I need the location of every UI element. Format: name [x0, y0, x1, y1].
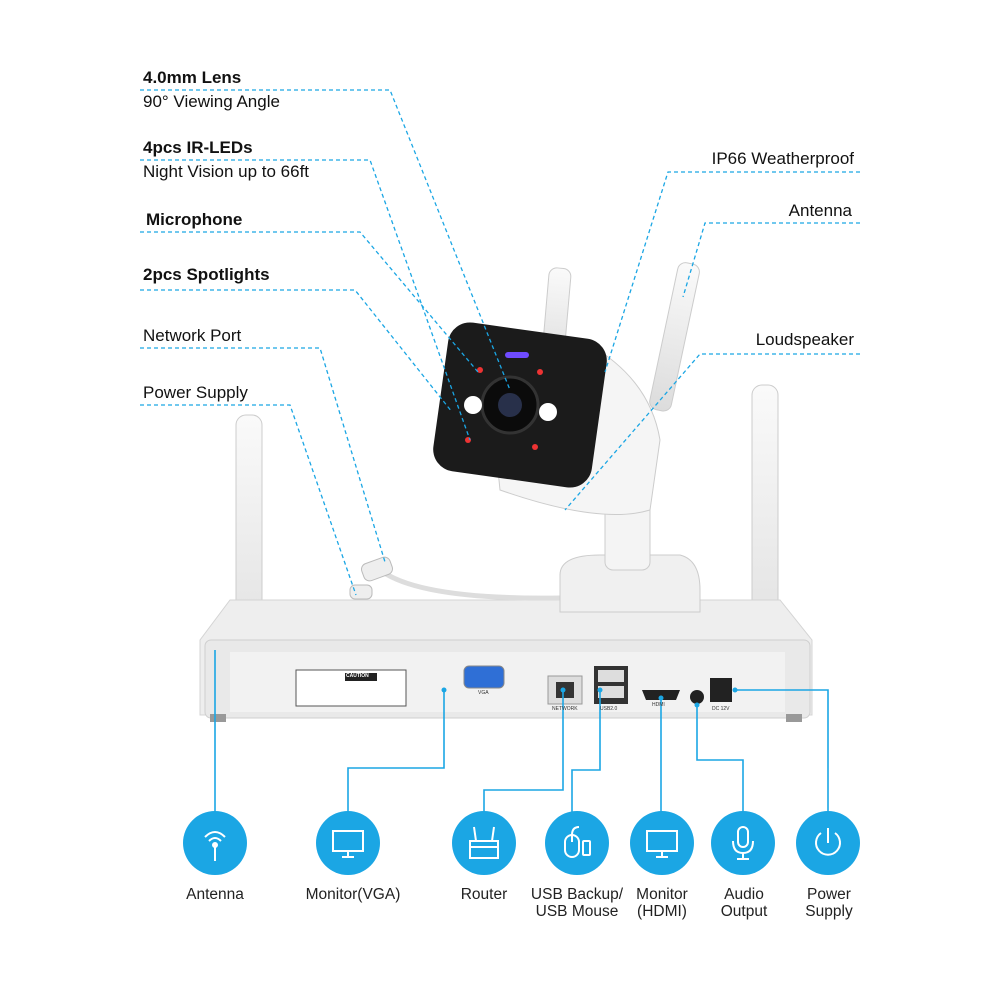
monitor-vga-icon: [316, 811, 380, 875]
usb-mouse-icon: [545, 811, 609, 875]
power-icon: [796, 811, 860, 875]
router-icon: [452, 811, 516, 875]
connection-label-monitor-hdmi: Monitor (HDMI): [636, 886, 688, 920]
security-camera: [433, 262, 701, 613]
hdmi-port-label: HDMI: [652, 702, 665, 708]
dc-port-label: DC 12V: [712, 706, 730, 712]
connection-label-antenna: Antenna: [186, 886, 244, 903]
network-cable: [378, 567, 561, 601]
callout-spotlights: 2pcs Spotlights: [143, 265, 270, 284]
network-port-label: NETWORK: [552, 706, 578, 712]
vga-port-label: VGA: [478, 690, 489, 696]
callout-weatherproof: IP66 Weatherproof: [711, 149, 854, 168]
connection-label-monitor-vga: Monitor(VGA): [305, 886, 401, 903]
monitor-hdmi-icon: [630, 811, 694, 875]
callout-loudspeaker: Loudspeaker: [755, 330, 854, 349]
callout-power-supply: Power Supply: [143, 383, 248, 402]
connection-label-router: Router: [460, 886, 508, 903]
connection-label-power: Power Supply: [805, 886, 853, 920]
callout-lines: [140, 89, 860, 596]
connection-label-usb: USB Backup/ USB Mouse: [530, 886, 624, 920]
connection-label-audio: Audio Output: [720, 886, 768, 920]
callout-microphone: Microphone: [146, 210, 243, 229]
caution-label: CAUTION: [346, 673, 369, 679]
microphone-icon: [711, 811, 775, 875]
antenna-icon: [183, 811, 247, 875]
callout-antenna: Antenna: [788, 201, 852, 220]
nvr-recorder: [199, 599, 813, 722]
usb-port-label: USB2.0: [600, 706, 618, 712]
connection-lines: [214, 650, 829, 812]
callout-network-port: Network Port: [143, 326, 242, 345]
